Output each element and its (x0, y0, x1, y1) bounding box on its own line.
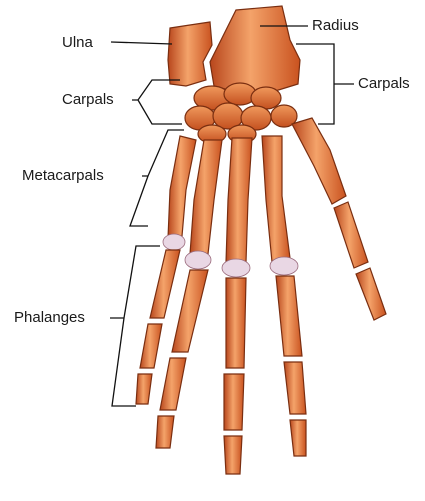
label-carpals-left: Carpals (62, 91, 114, 108)
radius-bone (210, 6, 300, 92)
ulna-leader (111, 42, 172, 44)
label-carpals-right: Carpals (358, 75, 410, 92)
metacarpal-bones (168, 118, 346, 262)
label-metacarpals: Metacarpals (22, 167, 104, 184)
label-phalanges: Phalanges (14, 309, 85, 326)
metacarpal-3 (226, 138, 252, 262)
thumb-phalanges (334, 202, 386, 320)
metacarpal-4 (190, 140, 222, 254)
metacarpal-1-thumb (292, 118, 346, 204)
index-finger-phalanges (276, 276, 306, 456)
carpal-bones (185, 83, 297, 143)
ulna-bone (168, 22, 212, 86)
metacarpal-2 (262, 136, 290, 262)
label-ulna: Ulna (62, 34, 94, 51)
carpals-right-bracket (296, 44, 354, 124)
carpals-left-bracket (132, 80, 182, 124)
label-radius: Radius (312, 17, 359, 34)
middle-finger-phalanges (224, 278, 246, 474)
